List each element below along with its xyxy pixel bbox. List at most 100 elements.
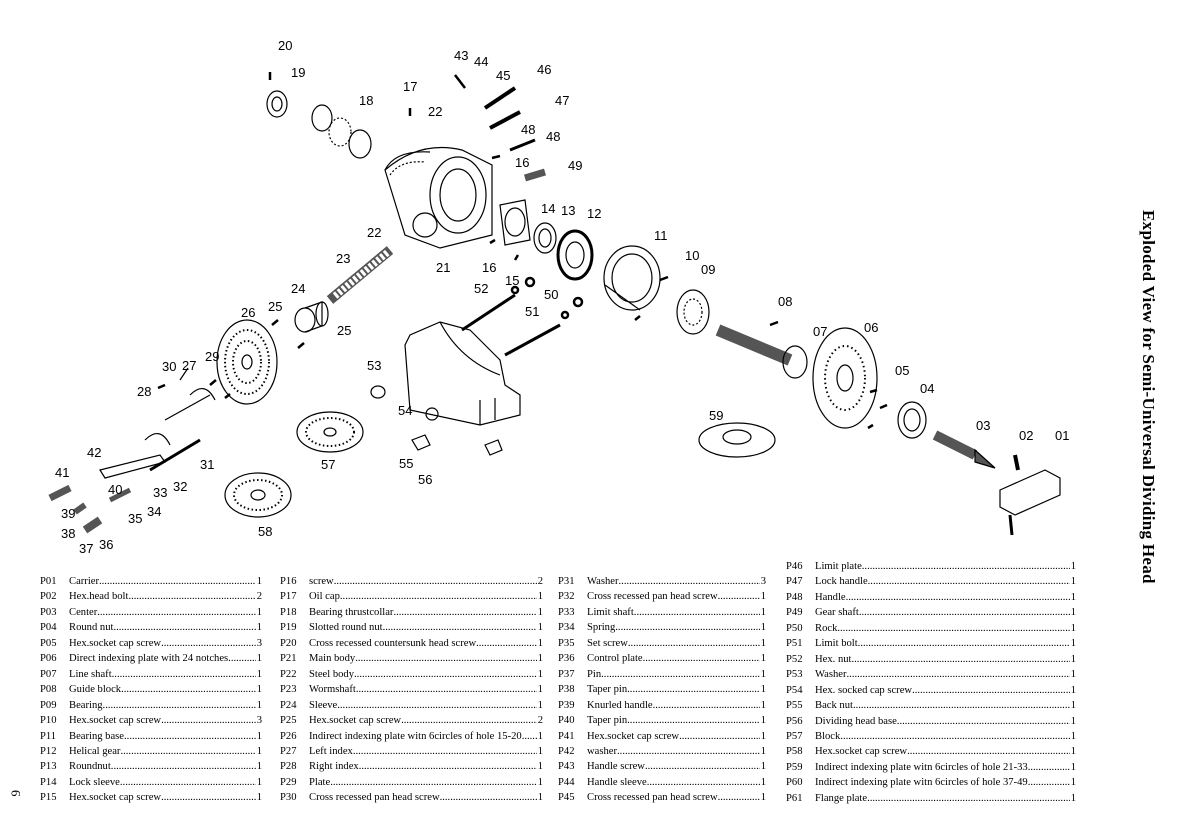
part-quantity: 1 [256,761,262,773]
callout-12: 12 [587,206,601,221]
leader-dots [97,605,255,620]
callout-09: 09 [701,262,715,277]
part-quantity: 1 [537,699,543,711]
callout-49: 49 [568,158,582,173]
parts-list-item: P50Rock1 [786,621,1076,636]
part-code: P26 [280,730,297,742]
parts-list-column-1: P01Carrier1P02Hex.head bolt2P03Center1P0… [40,574,262,806]
part-code: P56 [786,715,803,727]
part-code: P36 [558,653,575,665]
part-code: P24 [280,699,297,711]
part-name: Line shaft [69,668,112,680]
callout-47: 47 [555,93,569,108]
part-quantity: 1 [1070,622,1076,634]
leader-dots [112,667,256,682]
leader-dots [867,791,1070,806]
callout-55: 55 [399,456,413,471]
parts-list-item: P01Carrier1 [40,574,262,589]
part-code: P20 [280,637,297,649]
part-code: P41 [558,730,575,742]
leader-dots [868,574,1070,589]
leader-dots [121,682,256,697]
callout-16: 16 [515,155,529,170]
part-quantity: 1 [256,699,262,711]
callout-41: 41 [55,465,69,480]
part-code: P17 [280,591,297,603]
handle-assembly [48,438,201,534]
part-code: P37 [558,668,575,680]
part-name: Spring [587,622,616,634]
part-name: Control plate [587,653,643,665]
part-code: P48 [786,591,803,603]
part-name: Cross recessed countersunk head screw [309,637,477,649]
part-code: P35 [558,637,575,649]
callout-10: 10 [685,248,699,263]
part-quantity: 2 [537,576,543,587]
part-name: Center [69,606,98,618]
part-code: P11 [40,730,57,742]
part-name: Gear shaft [815,607,859,619]
callout-01: 01 [1055,428,1069,443]
callout-53: 53 [367,358,381,373]
part-quantity: 1 [1070,730,1076,742]
callout-05: 05 [895,363,909,378]
callout-29: 29 [205,349,219,364]
parts-list-column-3: P31Washer3P32Cross recessed pan head scr… [558,574,766,806]
part-name: Hex.socket cap screw [587,730,680,742]
part-quantity: 1 [537,745,543,757]
leader-dots [476,636,537,651]
part-name: Pin [587,668,602,680]
part-name: Hex.socket cap screw [309,715,402,727]
part-quantity: 1 [537,730,543,742]
parts-list-item: P31Washer3 [558,574,766,589]
part-name: Back nut [815,700,853,712]
leader-dots [120,775,256,790]
leader-dots [1028,775,1070,790]
part-name: Hex. socked cap screw [815,684,913,696]
part-code: P58 [786,746,803,758]
part-code: P01 [40,576,57,587]
part-code: P52 [786,653,803,665]
callout-16: 16 [482,260,496,275]
part-name: Block [815,730,841,742]
round-nut-part [897,401,927,439]
callout-32: 32 [173,479,187,494]
part-name: Limit bolt [815,638,858,650]
parts-list-item: P13Roundnut1 [40,759,262,774]
leader-dots [124,729,256,744]
part-quantity: 1 [760,761,766,773]
leader-dots [718,589,760,604]
callout-48: 48 [521,122,535,137]
part-name: Round nut [69,622,114,634]
part-code: P45 [558,792,575,804]
part-name: Hex.head bolt [69,591,129,603]
callout-25: 25 [268,299,282,314]
leader-dots [643,651,760,666]
part-quantity: 1 [1070,715,1076,727]
leader-dots [330,775,537,790]
leader-dots [912,683,1070,698]
leader-dots [228,651,256,666]
part-name: Hex.socket cap screw [69,715,162,727]
part-name: Bearing base [69,730,125,742]
part-quantity: 1 [1070,684,1076,696]
part-quantity: 1 [760,776,766,788]
callout-51: 51 [525,304,539,319]
part-name: Right index [309,761,359,773]
part-quantity: 1 [760,622,766,634]
callout-37: 37 [79,541,93,556]
worm-shaft-part [326,246,394,304]
part-code: P44 [558,776,575,788]
part-name: Washer [587,576,619,587]
parts-list-item: P34Spring1 [558,620,766,635]
part-quantity: 1 [537,606,543,618]
bearing-base-part [603,245,661,311]
leader-dots [634,605,760,620]
